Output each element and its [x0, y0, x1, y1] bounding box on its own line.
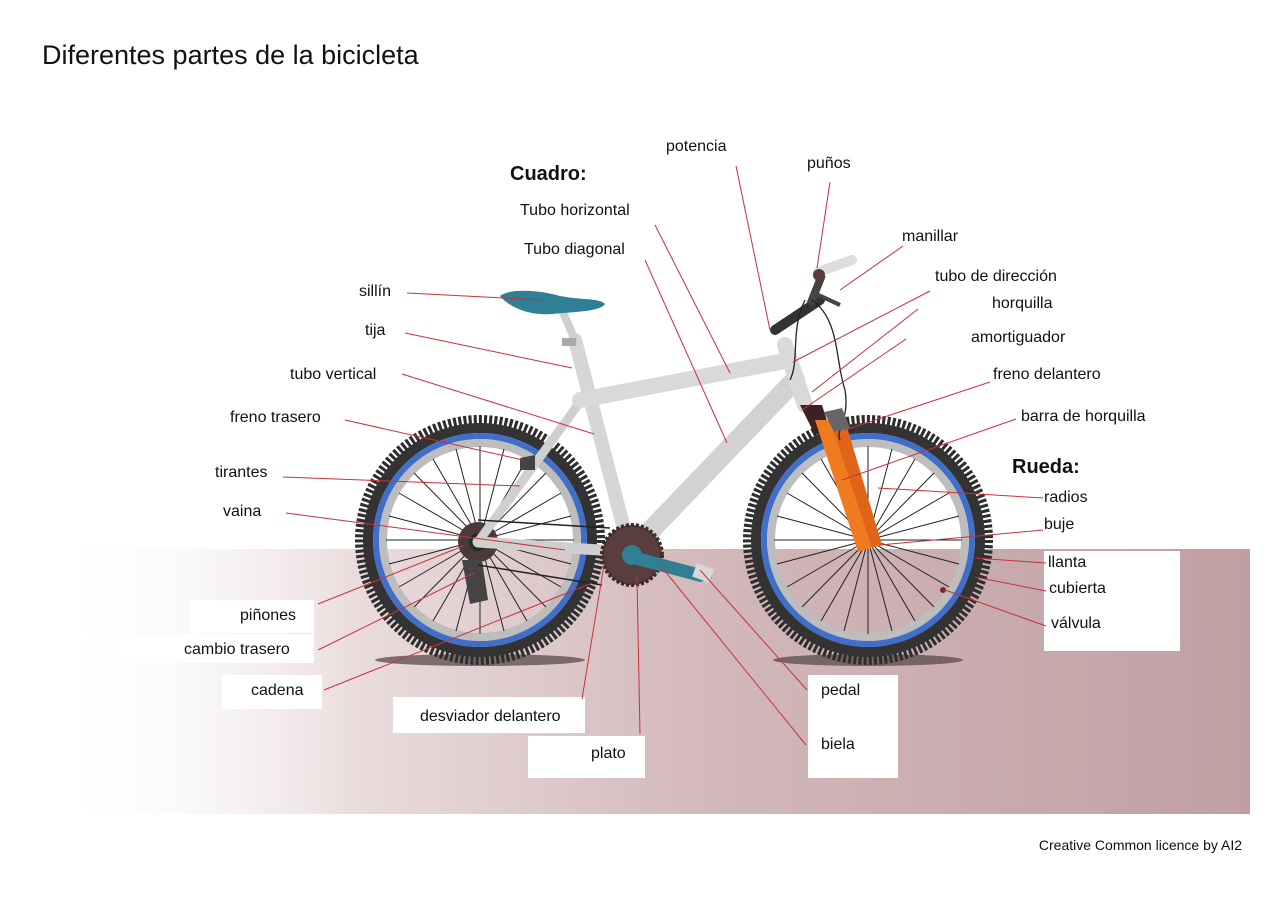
label-freno-delantero: freno delantero: [993, 366, 1101, 383]
license-credit: Creative Common licence by AI2: [1038, 837, 1242, 853]
label-punos: puños: [807, 155, 851, 172]
label-box-wheel-parts: [1044, 551, 1180, 651]
section-wheel-heading: Rueda:: [1012, 456, 1080, 478]
label-sillin: sillín: [359, 283, 392, 300]
label-box-plato: [528, 736, 645, 778]
label-pinones: piñones: [240, 607, 297, 624]
label-llanta: llanta: [1048, 554, 1087, 571]
label-vaina: vaina: [223, 503, 262, 520]
label-box-cadena: [222, 675, 322, 709]
label-barra-horquilla: barra de horquilla: [1021, 408, 1146, 425]
label-tubo-vertical: tubo vertical: [290, 366, 377, 383]
label-desviador-delantero: desviador delantero: [420, 708, 561, 725]
page-title: Diferentes partes de la bicicleta: [42, 40, 419, 70]
label-cubierta: cubierta: [1049, 580, 1106, 597]
label-potencia: potencia: [666, 138, 727, 155]
label-horquilla: horquilla: [992, 295, 1053, 312]
label-cadena: cadena: [251, 682, 304, 699]
label-box-cambio: [115, 634, 314, 663]
label-radios: radios: [1044, 489, 1088, 506]
section-frame-heading: Cuadro:: [510, 163, 587, 185]
label-buje: buje: [1044, 516, 1075, 533]
label-tubo-direccion: tubo de dirección: [935, 268, 1057, 285]
label-tija: tija: [365, 322, 386, 339]
label-tubo-horizontal: Tubo horizontal: [520, 202, 630, 219]
front-fork: [800, 405, 882, 552]
leader-lines: [282, 165, 1047, 746]
label-tubo-diagonal: Tubo diagonal: [524, 241, 625, 258]
label-box-pinones: [190, 600, 314, 633]
saddle: [500, 290, 605, 315]
handlebar: [770, 255, 857, 441]
label-valvula: válvula: [1051, 615, 1101, 632]
label-manillar: manillar: [902, 228, 959, 245]
label-box-desviador: [393, 697, 585, 733]
label-plato: plato: [591, 745, 626, 762]
label-box-pedal-biela: [808, 675, 898, 778]
label-pedal: pedal: [821, 682, 861, 699]
label-amortiguador: amortiguador: [971, 329, 1066, 346]
label-biela: biela: [821, 736, 855, 753]
label-tirantes: tirantes: [215, 464, 268, 481]
label-freno-trasero: freno trasero: [230, 409, 321, 426]
label-cambio-trasero: cambio trasero: [184, 641, 290, 658]
drivetrain: [477, 408, 850, 587]
